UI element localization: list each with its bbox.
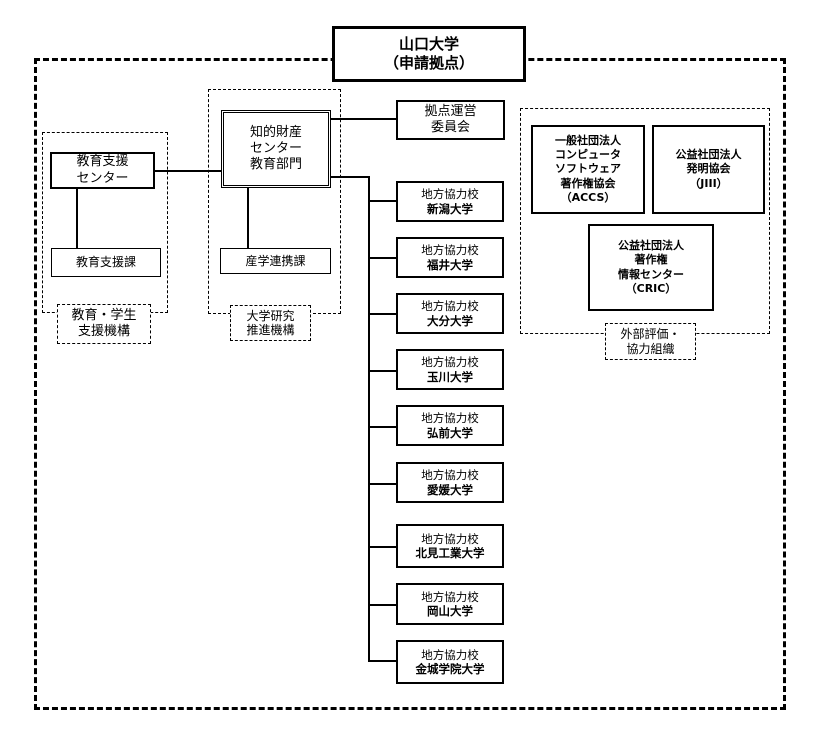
school-box: 地方協力校 弘前大学: [396, 405, 504, 446]
school-role: 地方協力校: [421, 468, 479, 483]
connector-line: [368, 313, 396, 315]
school-name: 福井大学: [427, 257, 473, 272]
connector-line: [368, 257, 396, 259]
student-org-label: 教育・学生 支援機構: [57, 304, 151, 344]
connector-line: [155, 170, 222, 172]
industry-collab-section-box: 産学連携課: [220, 248, 331, 274]
ip-center-line2: センター: [249, 140, 302, 156]
committee-line1: 拠点運営: [424, 103, 477, 119]
student-org-line2: 支援機構: [77, 324, 130, 339]
yamaguchi-univ-role: （申請拠点）: [383, 54, 474, 72]
research-org-line2: 推進機構: [246, 323, 295, 337]
edu-support-center-box: 教育支援 センター: [50, 152, 155, 189]
school-name: 金城学院大学: [415, 662, 485, 676]
yamaguchi-univ-name: 山口大学: [398, 35, 459, 54]
school-box: 地方協力校 金城学院大学: [396, 640, 504, 684]
yamaguchi-univ-box: 山口大学 （申請拠点）: [332, 26, 526, 82]
school-box: 地方協力校 新潟大学: [396, 181, 504, 222]
external-label-line2: 協力組織: [626, 341, 675, 356]
connector-line: [330, 118, 396, 120]
research-org-label: 大学研究 推進機構: [230, 305, 311, 341]
connector-line: [368, 370, 396, 372]
industry-collab-label: 産学連携課: [245, 253, 306, 268]
accs-line4: 著作権協会: [560, 176, 616, 190]
ip-center-line3: 教育部門: [249, 157, 302, 173]
accs-line3: ソフトウェア: [555, 162, 621, 176]
cric-line2: 著作権: [634, 253, 668, 267]
connector-line: [368, 660, 396, 662]
school-name: 大分大学: [427, 313, 473, 328]
edu-support-section-box: 教育支援課: [51, 248, 161, 277]
external-org-label: 外部評価・ 協力組織: [605, 323, 696, 360]
accs-line2: コンピュータ: [555, 148, 621, 162]
student-org-line1: 教育・学生: [71, 308, 137, 324]
external-label-line1: 外部評価・: [620, 327, 681, 342]
school-role: 地方協力校: [421, 411, 479, 426]
accs-line1: 一般社団法人: [555, 133, 621, 147]
connector-line: [247, 188, 249, 250]
edu-section-label: 教育支援課: [75, 255, 136, 269]
cric-box: 公益社団法人 著作権 情報センター （CRIC）: [588, 224, 714, 311]
school-role: 地方協力校: [421, 531, 479, 546]
connector-line: [368, 200, 396, 202]
cric-line3: 情報センター: [618, 267, 684, 281]
school-name: 弘前大学: [427, 425, 473, 440]
connector-line: [368, 426, 396, 428]
jiii-line3: （JIII）: [689, 176, 728, 190]
school-role: 地方協力校: [421, 589, 479, 604]
school-box: 地方協力校 大分大学: [396, 293, 504, 334]
school-name: 新潟大学: [427, 201, 473, 216]
school-box: 地方協力校 北見工業大学: [396, 524, 504, 568]
school-name: 愛媛大学: [427, 482, 473, 497]
connector-line: [330, 176, 370, 178]
connector-line: [368, 604, 396, 606]
ip-center-box: 知的財産 センター 教育部門: [221, 110, 331, 188]
ip-center-line1: 知的財産: [249, 124, 302, 140]
school-role: 地方協力校: [421, 355, 479, 370]
connector-line: [76, 188, 78, 250]
school-name: 玉川大学: [427, 369, 473, 384]
school-box: 地方協力校 福井大学: [396, 237, 504, 278]
jiii-box: 公益社団法人 発明協会 （JIII）: [652, 125, 765, 214]
school-role: 地方協力校: [421, 299, 479, 314]
accs-box: 一般社団法人 コンピュータ ソフトウェア 著作権協会 （ACCS）: [531, 125, 645, 214]
edu-center-line1: 教育支援: [76, 154, 129, 170]
schools-trunk-line: [368, 176, 370, 661]
connector-line: [368, 483, 396, 485]
school-role: 地方協力校: [421, 243, 479, 258]
jiii-line2: 発明協会: [686, 162, 731, 176]
cric-line4: （CRIC）: [625, 281, 677, 295]
committee-line2: 委員会: [430, 120, 470, 135]
accs-line5: （ACCS）: [560, 190, 616, 204]
school-box: 地方協力校 岡山大学: [396, 583, 504, 625]
cric-line1: 公益社団法人: [618, 238, 684, 252]
jiii-line1: 公益社団法人: [675, 148, 742, 162]
connector-line: [368, 546, 396, 548]
research-org-line1: 大学研究: [246, 308, 295, 323]
school-box: 地方協力校 玉川大学: [396, 349, 504, 390]
edu-center-line2: センター: [76, 170, 129, 186]
school-name: 岡山大学: [427, 604, 473, 618]
school-name: 北見工業大学: [415, 546, 485, 560]
steering-committee-box: 拠点運営 委員会: [396, 100, 505, 140]
school-box: 地方協力校 愛媛大学: [396, 462, 504, 503]
school-role: 地方協力校: [421, 187, 479, 202]
school-role: 地方協力校: [421, 647, 479, 662]
